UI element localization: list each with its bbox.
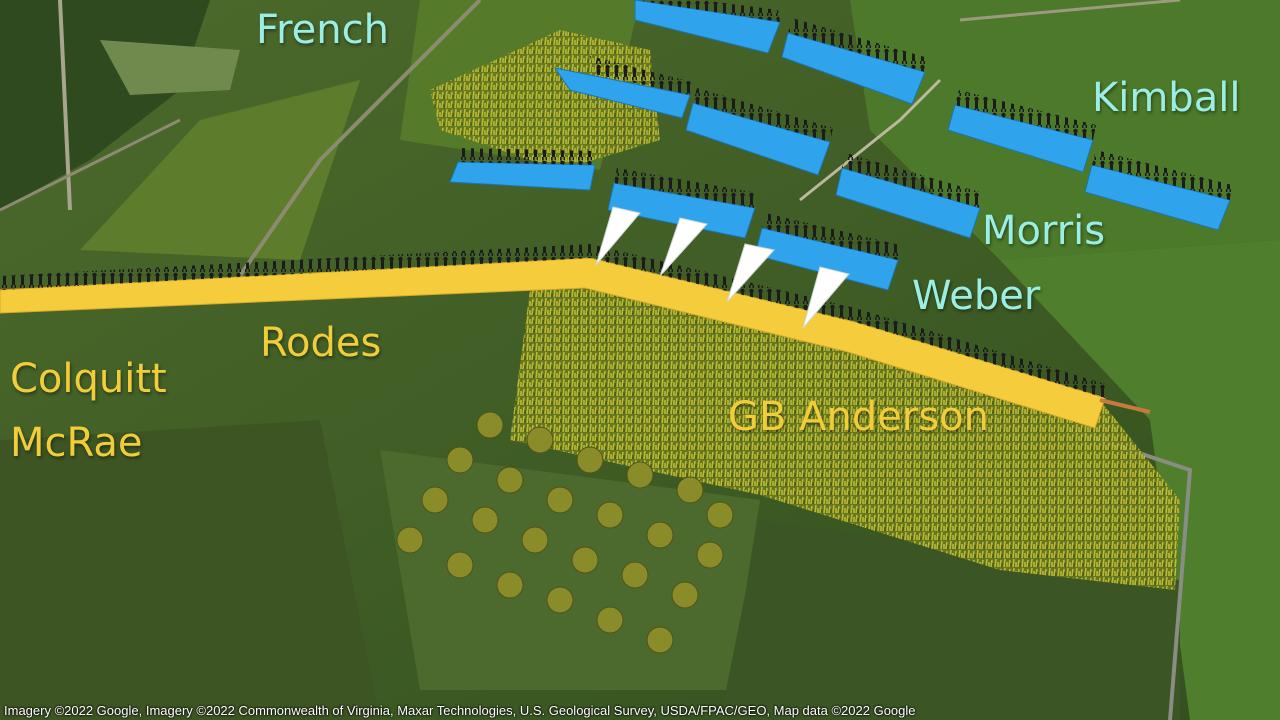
union-regiment <box>449 148 596 191</box>
advance-arrow <box>595 206 641 266</box>
union-regiment <box>553 56 692 119</box>
farmstead-area <box>100 40 240 95</box>
advance-arrow <box>802 266 850 329</box>
union-regiment <box>685 88 833 176</box>
confederate-position <box>0 257 1106 429</box>
union-regiment <box>754 213 900 291</box>
farm-lane <box>799 78 942 202</box>
advance-arrow <box>726 243 775 303</box>
union-regiment <box>947 90 1096 173</box>
label-mcrae: McRae <box>10 420 143 466</box>
advance-arrow <box>659 217 708 277</box>
label-gb-anderson: GB Anderson <box>728 394 989 440</box>
field-east <box>1000 240 1280 720</box>
field-southwest <box>0 420 380 720</box>
orchard <box>396 411 734 654</box>
advance-arrows <box>595 206 850 329</box>
cornfield-south <box>510 265 1180 590</box>
label-colquitt: Colquitt <box>10 356 167 402</box>
label-kimball: Kimball <box>1092 75 1241 121</box>
union-regiment <box>835 153 983 239</box>
label-rodes: Rodes <box>260 320 382 366</box>
label-french: French <box>256 7 389 53</box>
union-regiment <box>634 0 781 54</box>
field-west <box>80 80 360 260</box>
label-morris: Morris <box>982 208 1106 254</box>
lane-northeast <box>959 0 1181 22</box>
confederate-line <box>0 244 1151 429</box>
skirmish-trail <box>1099 398 1151 414</box>
confederate-soldiers <box>0 244 1105 398</box>
road-north <box>228 0 482 292</box>
union-brigades <box>449 0 1232 291</box>
imagery-attribution: Imagery ©2022 Google, Imagery ©2022 Comm… <box>4 703 916 718</box>
union-regiment <box>607 168 757 239</box>
label-weber: Weber <box>912 273 1041 319</box>
union-regiment <box>1084 150 1232 231</box>
lane-west <box>0 118 181 212</box>
union-regiment <box>781 18 928 105</box>
